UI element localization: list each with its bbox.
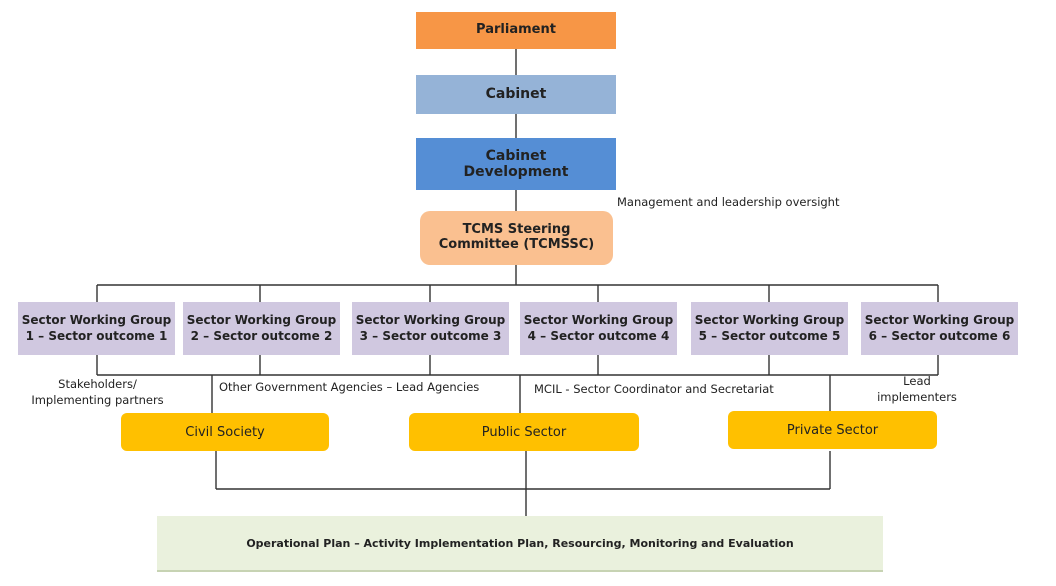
public-sector-box: Public Sector bbox=[409, 413, 639, 451]
working-group-6: Sector Working Group 6 – Sector outcome … bbox=[861, 302, 1018, 355]
mcil-label: MCIL - Sector Coordinator and Secretaria… bbox=[534, 382, 774, 396]
working-group-2: Sector Working Group 2 – Sector outcome … bbox=[183, 302, 340, 355]
working-group-4: Sector Working Group 4 – Sector outcome … bbox=[520, 302, 677, 355]
civil-society-label: Civil Society bbox=[185, 424, 265, 440]
cabinet-box: Cabinet bbox=[416, 75, 616, 114]
cabinet-development-box: Cabinet Development bbox=[416, 138, 616, 190]
private-sector-box: Private Sector bbox=[728, 411, 937, 449]
parliament-box: Parliament bbox=[416, 12, 616, 49]
working-group-4-label: Sector Working Group 4 – Sector outcome … bbox=[523, 312, 674, 343]
public-sector-label: Public Sector bbox=[481, 424, 567, 440]
working-group-6-label: Sector Working Group 6 – Sector outcome … bbox=[864, 312, 1015, 343]
cabinet-label: Cabinet bbox=[485, 86, 547, 103]
working-group-5-label: Sector Working Group 5 – Sector outcome … bbox=[694, 312, 845, 343]
tcms-steering-committee-box: TCMS Steering Committee (TCMSSC) bbox=[420, 211, 613, 265]
private-sector-label: Private Sector bbox=[786, 422, 879, 438]
working-group-1-label: Sector Working Group 1 – Sector outcome … bbox=[21, 312, 172, 343]
parliament-label: Parliament bbox=[476, 22, 556, 38]
civil-society-box: Civil Society bbox=[121, 413, 329, 451]
working-group-5: Sector Working Group 5 – Sector outcome … bbox=[691, 302, 848, 355]
other-agencies-label: Other Government Agencies – Lead Agencie… bbox=[219, 380, 480, 394]
working-group-2-label: Sector Working Group 2 – Sector outcome … bbox=[186, 312, 337, 343]
operational-plan-box: Operational Plan – Activity Implementati… bbox=[157, 516, 883, 572]
oversight-label: Management and leadership oversight bbox=[617, 195, 840, 209]
working-group-1: Sector Working Group 1 – Sector outcome … bbox=[18, 302, 175, 355]
stakeholders-label: Stakeholders/ Implementing partners bbox=[31, 377, 164, 407]
operational-plan-label: Operational Plan – Activity Implementati… bbox=[246, 536, 794, 550]
working-group-3-label: Sector Working Group 3 – Sector outcome … bbox=[355, 312, 506, 343]
cabinet-development-label: Cabinet Development bbox=[463, 147, 569, 180]
tcms-label: TCMS Steering Committee (TCMSSC) bbox=[438, 222, 595, 252]
working-group-3: Sector Working Group 3 – Sector outcome … bbox=[352, 302, 509, 355]
lead-implementers-label: Lead implementers bbox=[877, 374, 957, 404]
